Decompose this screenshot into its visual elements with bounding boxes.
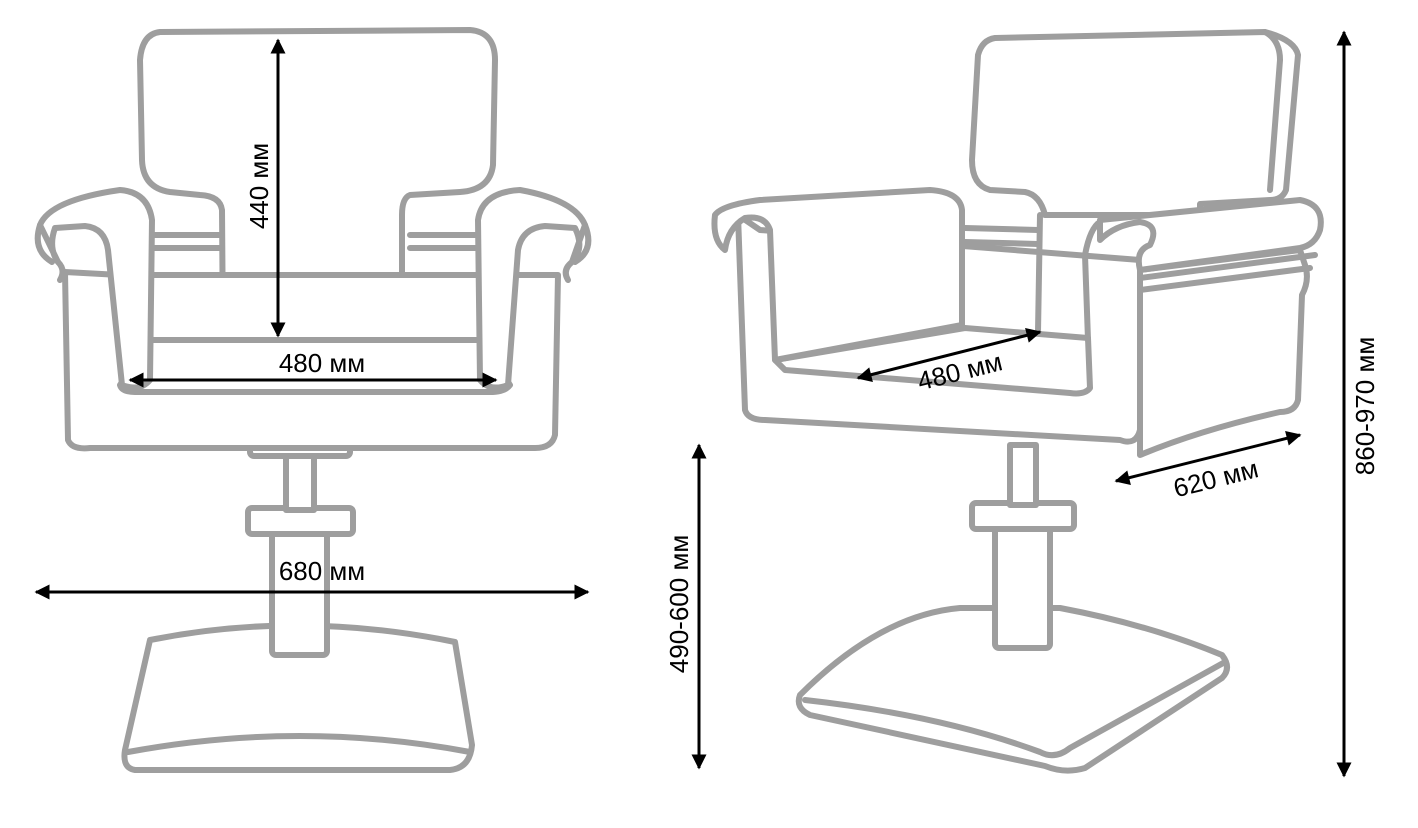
side-base-rim <box>802 659 1228 759</box>
front-base <box>121 622 475 773</box>
overall-depth-label: 620 мм <box>1170 453 1261 503</box>
seat-height-label: 490-600 мм <box>664 535 694 673</box>
side-inner-post <box>1082 219 1103 343</box>
side-post <box>1035 212 1043 335</box>
side-view-chair <box>711 29 1324 774</box>
side-backrest-edge <box>1262 29 1283 193</box>
side-base <box>795 605 1230 774</box>
side-rail <box>962 225 1041 247</box>
seat-width-label: 480 мм <box>279 348 365 378</box>
side-stem <box>1007 442 1039 508</box>
side-right-arm-rail <box>1137 252 1318 293</box>
front-left-rail <box>149 232 225 251</box>
front-dimensions: 440 мм 480 мм 680 мм <box>34 38 590 600</box>
side-right-arm <box>1097 197 1324 273</box>
side-backrest <box>969 29 1301 218</box>
overall-depth-arrow <box>1114 430 1302 486</box>
front-view-chair <box>34 27 592 773</box>
overall-width-label: 680 мм <box>279 556 365 586</box>
side-left-arm <box>711 187 965 363</box>
back-height-label: 440 мм <box>244 143 274 229</box>
front-right-rail <box>407 232 481 251</box>
front-right-arm-top <box>562 222 592 283</box>
seat-depth-arrow <box>856 328 1042 382</box>
overall-height-label: 860-970 мм <box>1350 337 1380 475</box>
front-base-rim <box>125 733 473 755</box>
front-left-arm-top <box>34 222 66 283</box>
